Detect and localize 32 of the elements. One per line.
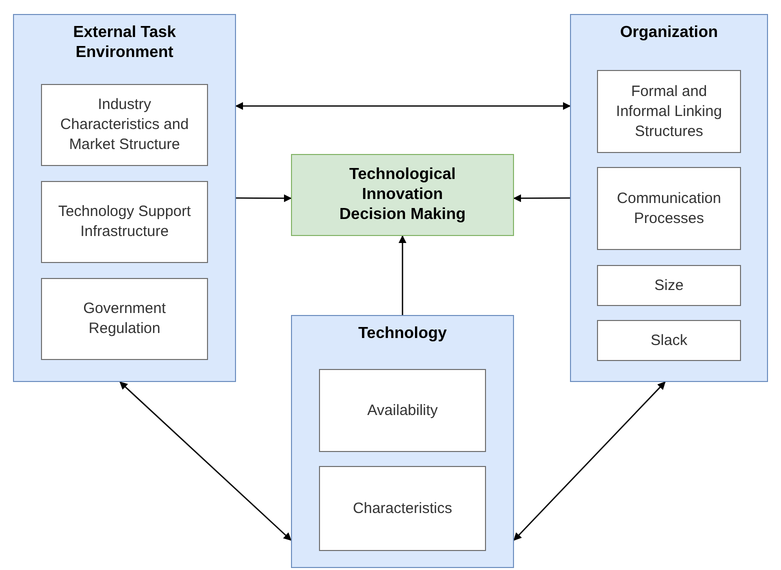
- factor-box: [597, 265, 741, 306]
- decision-label: Technological Innovation Decision Making: [338, 165, 467, 225]
- factor-label: Availability: [367, 400, 438, 420]
- factor-label: Communication Processes: [616, 188, 722, 228]
- factor-label: Government Regulation: [82, 299, 167, 339]
- factor-box: [597, 320, 741, 361]
- factor-label: Characteristics: [352, 498, 452, 518]
- double-headed-arrow: [235, 102, 571, 110]
- factor-box: [597, 167, 741, 250]
- group-container: [13, 14, 236, 382]
- arrow: [236, 194, 292, 202]
- factor-box: [597, 70, 741, 153]
- group-container: [291, 315, 514, 568]
- factor-label: Slack: [650, 330, 688, 350]
- factor-label: Size: [654, 276, 684, 296]
- factor-label: Technology Support Infrastructure: [57, 202, 192, 242]
- group-title: Organization: [619, 23, 719, 43]
- factor-label: Formal and Informal Linking Structures: [615, 82, 723, 142]
- group-container: [570, 14, 768, 382]
- double-headed-arrow: [513, 381, 666, 541]
- arrow: [398, 235, 406, 315]
- arrow: [513, 194, 570, 202]
- factor-box: [319, 466, 486, 551]
- double-headed-arrow: [119, 381, 292, 541]
- factor-box: [41, 181, 208, 263]
- factor-box: [41, 84, 208, 166]
- factor-label: Industry Characteristics and Market Structure: [59, 95, 190, 155]
- factor-box: [319, 369, 486, 452]
- factor-box: [41, 278, 208, 360]
- group-title: Technology: [357, 324, 448, 344]
- decision-box: [291, 154, 514, 236]
- group-title: External Task Environment: [72, 23, 177, 63]
